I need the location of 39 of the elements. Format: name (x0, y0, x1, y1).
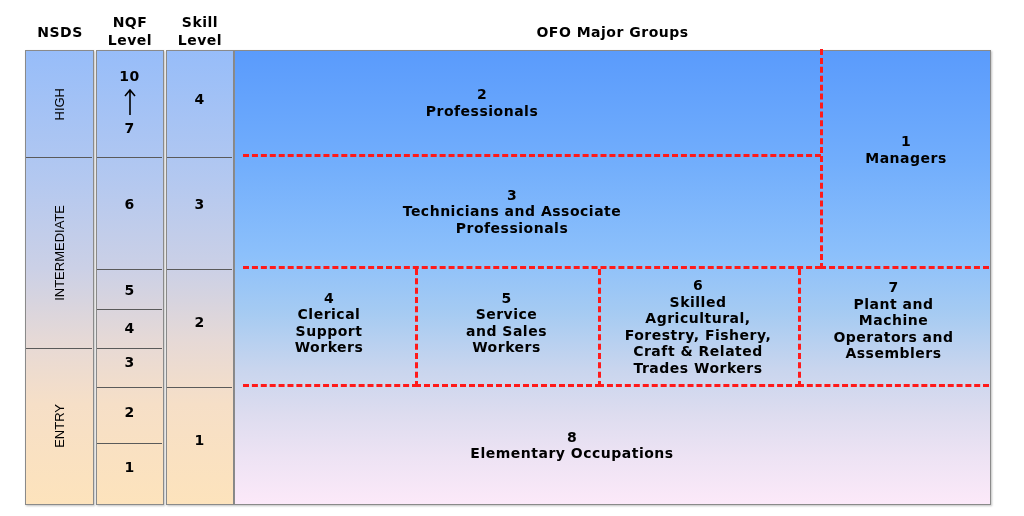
column-heading: Skill Level (176, 13, 224, 49)
group-title: Service and Sales Workers (465, 306, 548, 356)
group-title: Skilled Agricultural, Forestry, Fishery, Craft & Related Trades Workers (623, 293, 773, 376)
group-title: Plant and Machine Operators and Assemblers (832, 295, 955, 362)
group-region (243, 269, 418, 387)
group-number: 4 (323, 289, 335, 306)
group-title: Elementary Occupations (470, 445, 674, 462)
nqf-level-number: 4 (124, 320, 135, 337)
group-region (415, 269, 601, 387)
group-number: 5 (501, 289, 512, 306)
skill-level-number: 3 (194, 196, 205, 213)
group-region (598, 269, 801, 387)
group-title: Professionals (425, 102, 539, 119)
group-number: 7 (888, 279, 899, 296)
group-number: 3 (506, 186, 518, 204)
nqf-level-number: 1 (124, 459, 135, 476)
column-heading: NSDS (36, 23, 84, 41)
skill-level-number: 1 (194, 432, 205, 449)
skill-level-number: 2 (194, 314, 205, 331)
group-number: 8 (566, 428, 578, 445)
group-title: Technicians and Associate Professionals (401, 203, 623, 237)
group-title: Clerical Support Workers (293, 306, 365, 356)
group-number: 2 (476, 86, 488, 103)
nqf-level-number: 3 (124, 354, 135, 371)
nqf-level-number: 6 (124, 196, 135, 213)
nsds-level-label: HIGH (51, 87, 67, 121)
nqf-level-number: 10 (119, 68, 140, 85)
group-title: Managers (865, 149, 947, 166)
group-region (820, 49, 989, 269)
group-number: 6 (692, 277, 704, 294)
nqf-level-number: 5 (124, 282, 135, 299)
column-heading: OFO Major Groups (535, 23, 690, 41)
nsds-level-label: INTERMEDIATE (51, 205, 67, 301)
nqf-level-number: 2 (124, 404, 135, 421)
nsds-level-label: ENTRY (51, 404, 67, 448)
skill-level-number: 4 (194, 91, 205, 108)
column-heading: NQF Level (106, 13, 154, 49)
nqf-level-number: 7 (124, 120, 135, 137)
group-number: 1 (900, 133, 912, 150)
